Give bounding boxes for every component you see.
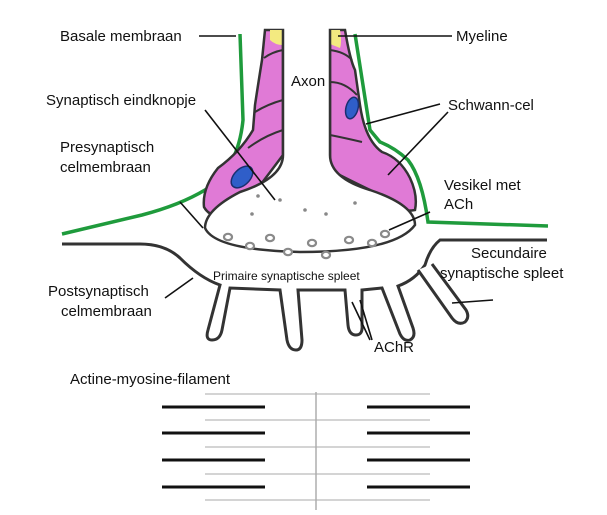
label-presynaptisch-2: celmembraan xyxy=(60,159,151,176)
leader-schwann-1 xyxy=(365,103,441,125)
label-achr: AChR xyxy=(374,339,414,356)
postsynaptic-membrane xyxy=(62,238,547,352)
myelin-left xyxy=(270,30,283,45)
vesicle xyxy=(343,235,355,245)
axon-terminal xyxy=(203,30,417,254)
leader-achr-2 xyxy=(359,299,373,341)
label-axon: Axon xyxy=(291,73,325,90)
vesicle xyxy=(244,241,256,251)
myelin-line-right xyxy=(329,49,363,143)
label-basale-membraan: Basale membraan xyxy=(60,28,182,45)
vesicle xyxy=(282,247,294,257)
label-secundaire-1: Secundaire xyxy=(471,245,547,262)
label-actine-myosine: Actine-myosine-filament xyxy=(70,371,231,388)
vesicle xyxy=(222,232,234,242)
schwann-nucleus-right xyxy=(344,96,360,120)
label-synaptisch-eindknopje: Synaptisch eindknopje xyxy=(46,92,196,109)
vesicle xyxy=(264,233,276,243)
myelin-line-left xyxy=(247,49,284,149)
leader-schwann-2 xyxy=(387,111,449,176)
label-secundaire-2: synaptische spleet xyxy=(440,265,564,282)
leader-vesikel xyxy=(388,211,431,231)
label-myeline: Myeline xyxy=(456,28,508,45)
schwann-nucleus-left xyxy=(230,165,254,189)
label-presynaptisch-1: Presynaptisch xyxy=(60,139,154,156)
leader-achr-1 xyxy=(351,301,371,341)
label-postsynaptisch-2: celmembraan xyxy=(61,303,152,320)
basal-membrane-right xyxy=(353,33,549,228)
leader-synaptisch-eindknopje xyxy=(204,109,276,201)
vesicles xyxy=(222,229,391,260)
vesicle xyxy=(366,238,378,248)
leader-lines xyxy=(164,35,494,341)
secondary-cleft-fold xyxy=(416,263,470,325)
leader-presynaptisch xyxy=(179,201,204,229)
label-schwann-cel: Schwann-cel xyxy=(448,97,534,114)
actin-myosin-filaments xyxy=(162,392,470,510)
label-primaire-spleet: Primaire synaptische spleet xyxy=(213,269,360,283)
label-vesikel-2: ACh xyxy=(444,196,473,213)
vesicle xyxy=(379,229,391,239)
terminal-dots xyxy=(250,194,357,216)
vesicle xyxy=(306,238,318,248)
leader-postsynaptisch xyxy=(164,277,194,299)
label-postsynaptisch-1: Postsynaptisch xyxy=(48,283,149,300)
vesicle xyxy=(320,250,332,260)
myelin-right xyxy=(330,30,341,48)
leader-secundaire xyxy=(451,299,494,304)
label-vesikel-1: Vesikel met xyxy=(444,177,522,194)
